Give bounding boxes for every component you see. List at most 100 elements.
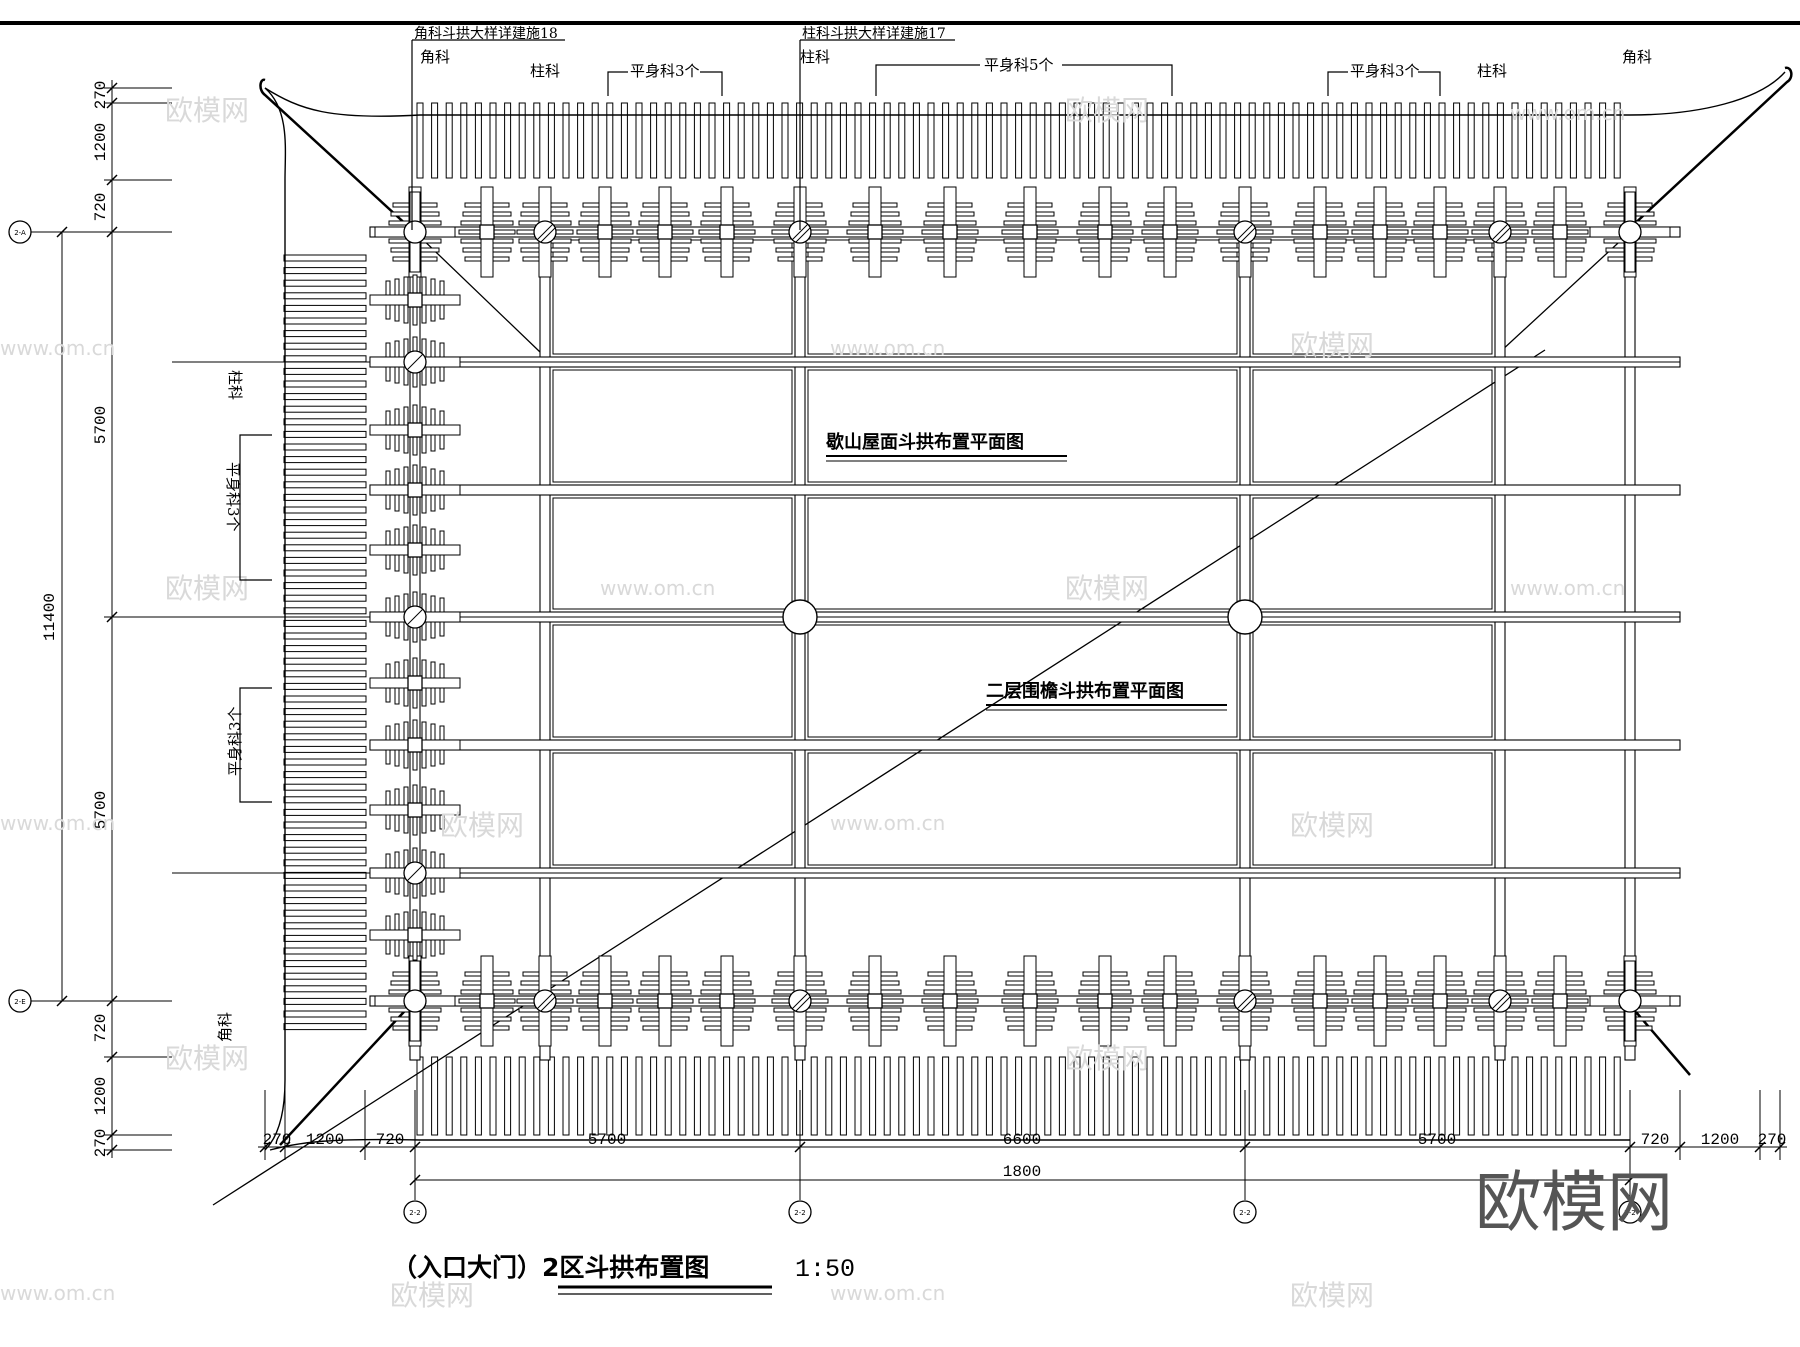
watermark-url: www.om.cn bbox=[830, 811, 945, 835]
rafter-top bbox=[1423, 102, 1431, 179]
dim-bottom-720-right: 720 bbox=[1641, 1131, 1670, 1149]
grid-panel bbox=[807, 752, 1238, 866]
dou-block bbox=[1432, 993, 1448, 1009]
grid-panel bbox=[552, 624, 793, 738]
rafter-top bbox=[664, 102, 672, 179]
rafter-bottom bbox=[927, 1056, 935, 1136]
intermediate-bracket-set bbox=[1141, 955, 1199, 1047]
rafter-top bbox=[1555, 102, 1563, 179]
eave-plan-title: 二层围檐斗拱布置平面图 bbox=[986, 680, 1184, 702]
rafter-top bbox=[1073, 102, 1081, 179]
column-cap-hatch bbox=[406, 608, 424, 626]
label-ping-shen-3-side-top: 平身科3个 bbox=[224, 462, 242, 532]
watermark-url: www.om.cn bbox=[0, 811, 115, 835]
rafter-top bbox=[898, 102, 906, 179]
rafter-left bbox=[283, 922, 367, 930]
dou-block bbox=[407, 482, 423, 498]
rafter-bottom bbox=[445, 1056, 453, 1136]
dou-block bbox=[719, 224, 735, 240]
rafter-top bbox=[620, 102, 628, 179]
rafter-top bbox=[971, 102, 979, 179]
rafter-top bbox=[1599, 102, 1607, 179]
dou-block bbox=[719, 993, 735, 1009]
rafter-top bbox=[1263, 102, 1271, 179]
intermediate-bracket-set bbox=[576, 955, 634, 1047]
rafter-bottom bbox=[1569, 1056, 1577, 1136]
bracket-ping-shen-3-side-bottom bbox=[239, 687, 272, 803]
dim-bottom-1200-left: 1200 bbox=[306, 1131, 344, 1149]
column-cap-hatch bbox=[1240, 227, 1256, 243]
rafter-top bbox=[1584, 102, 1592, 179]
rafter-top bbox=[445, 102, 453, 179]
rafter-top bbox=[606, 102, 614, 179]
rafter-top bbox=[693, 102, 701, 179]
bracket-ping-shen-5 bbox=[875, 64, 1173, 96]
dou-block bbox=[479, 224, 495, 240]
rafter-bottom bbox=[766, 1056, 774, 1136]
intermediate-bracket-set bbox=[846, 186, 904, 278]
grid-panel bbox=[807, 624, 1238, 738]
rafter-bottom bbox=[1146, 1056, 1154, 1136]
dou-block bbox=[1432, 224, 1448, 240]
rafter-top bbox=[577, 102, 585, 179]
rafter-bottom bbox=[825, 1056, 833, 1136]
rafter-bottom bbox=[1482, 1056, 1490, 1136]
column-cap-hatch bbox=[1495, 996, 1511, 1012]
rafter-bottom bbox=[1175, 1056, 1183, 1136]
axis-bubble-2a bbox=[8, 220, 32, 244]
column-cap-hatch bbox=[1491, 992, 1509, 1010]
rafter-top bbox=[1044, 102, 1052, 179]
corner-beam-bottom-right bbox=[1629, 1004, 1691, 1076]
rafter-top bbox=[1102, 102, 1110, 179]
intermediate-bracket-set bbox=[921, 955, 979, 1047]
rafter-top bbox=[1292, 102, 1300, 179]
column-cap-hatch bbox=[1236, 223, 1254, 241]
dim-bottom-5700-b: 5700 bbox=[1418, 1131, 1456, 1149]
rafter-bottom bbox=[810, 1056, 818, 1136]
intermediate-bracket-set bbox=[1291, 186, 1349, 278]
rafter-top bbox=[1204, 102, 1212, 179]
rafter-left bbox=[283, 834, 367, 842]
drawing-scale: 1:50 bbox=[795, 1255, 855, 1284]
watermark: 欧模网 bbox=[1065, 94, 1149, 127]
rafter-bottom bbox=[1394, 1056, 1402, 1136]
column-cap-hatch bbox=[536, 992, 554, 1010]
intermediate-bracket-set bbox=[369, 657, 461, 709]
rafter-top bbox=[416, 102, 424, 179]
rafter-top bbox=[1453, 102, 1461, 179]
rafter-bottom bbox=[1161, 1056, 1169, 1136]
rafter-top bbox=[460, 102, 468, 179]
rafter-bottom bbox=[883, 1056, 891, 1136]
dim-left-5700-a: 5700 bbox=[92, 406, 110, 444]
watermark-url: www.om.cn bbox=[0, 336, 115, 360]
dim-bottom-270-left: 270 bbox=[263, 1131, 292, 1149]
rafter-left bbox=[283, 796, 367, 804]
dim-left-5700-b: 5700 bbox=[92, 791, 110, 829]
intermediate-bracket-set bbox=[576, 186, 634, 278]
interior-column bbox=[1227, 599, 1263, 635]
rafter-bottom bbox=[912, 1056, 920, 1136]
column-bracket-set bbox=[1471, 955, 1529, 1047]
dou-block bbox=[867, 993, 883, 1009]
grid-panel bbox=[552, 369, 793, 483]
rafter-bottom bbox=[1365, 1056, 1373, 1136]
dim-left-270-bottom: 270 bbox=[92, 1129, 110, 1158]
rafter-bottom bbox=[737, 1056, 745, 1136]
rafter-left bbox=[283, 934, 367, 942]
rafter-left bbox=[283, 720, 367, 728]
dou-block bbox=[942, 224, 958, 240]
rafter-left bbox=[283, 367, 367, 375]
rafter-left bbox=[283, 607, 367, 615]
rafter-left bbox=[283, 808, 367, 816]
intermediate-bracket-set bbox=[1531, 955, 1589, 1047]
rafter-bottom bbox=[1336, 1056, 1344, 1136]
dim-bottom-1200-right: 1200 bbox=[1701, 1131, 1739, 1149]
watermark-url: www.om.cn bbox=[0, 1281, 115, 1305]
rafter-top bbox=[1219, 102, 1227, 179]
dou-block bbox=[657, 224, 673, 240]
rafter-bottom bbox=[606, 1056, 614, 1136]
rafter-bottom bbox=[1453, 1056, 1461, 1136]
rafter-bottom bbox=[1423, 1056, 1431, 1136]
rafter-bottom bbox=[1000, 1056, 1008, 1136]
